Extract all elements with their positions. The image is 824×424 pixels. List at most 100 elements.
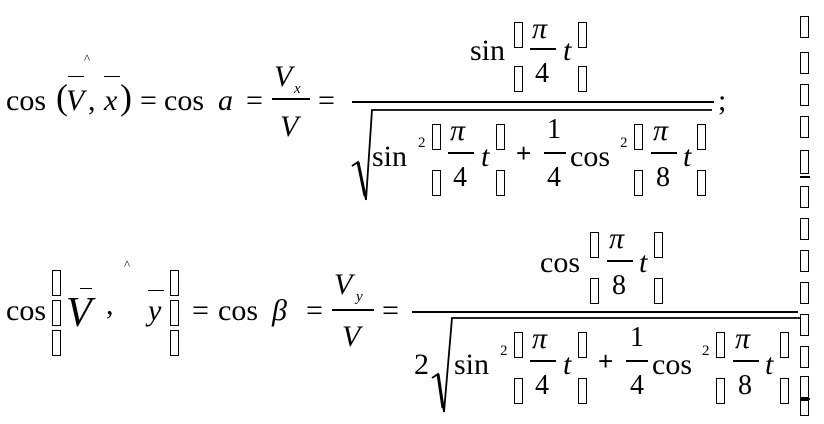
number-8: 8 — [612, 270, 626, 301]
vector-x: x — [104, 84, 118, 117]
bracket-tick — [800, 398, 810, 400]
missing-glyph-box — [634, 124, 643, 150]
pi-symbol: π — [653, 114, 669, 147]
vector-bar-y — [148, 290, 164, 292]
equals-sign: = — [306, 294, 323, 327]
cos-function: cos — [540, 246, 580, 279]
missing-glyph-box — [496, 170, 505, 196]
missing-glyph-box — [780, 332, 789, 358]
missing-glyph-box — [800, 16, 809, 38]
vector-V: V — [66, 84, 85, 117]
variable-t: t — [563, 34, 572, 67]
number-4: 4 — [453, 162, 467, 193]
subscript-x: x — [294, 81, 301, 97]
variable-t: t — [563, 348, 572, 381]
vector-V: V — [66, 290, 92, 336]
missing-glyph-box — [578, 66, 587, 92]
missing-glyph-box — [800, 52, 809, 74]
equals-sign: = — [140, 84, 157, 117]
missing-glyph-box — [432, 124, 441, 150]
exponent-2: 2 — [702, 343, 710, 359]
exponent-2: 2 — [500, 343, 508, 359]
right-paren: ) — [120, 77, 132, 117]
fraction-bar — [448, 152, 474, 154]
number-4: 4 — [630, 370, 644, 401]
number-4: 4 — [547, 162, 561, 193]
missing-glyph-box — [716, 332, 725, 358]
missing-glyph-box — [800, 282, 809, 304]
sin-function: sin — [454, 348, 490, 381]
missing-glyph-box — [800, 250, 809, 272]
cos-function: cos — [6, 84, 46, 117]
vector-y: y — [148, 294, 162, 327]
missing-glyph-box — [697, 124, 706, 150]
angle-hat: ^ — [124, 257, 131, 272]
missing-glyph-box — [578, 22, 587, 48]
missing-glyph-box — [514, 332, 523, 358]
equals-sign: = — [246, 84, 263, 117]
plus-sign: + — [516, 138, 532, 168]
missing-glyph-box — [514, 66, 523, 92]
missing-glyph-box — [697, 170, 706, 196]
comma: , — [106, 288, 114, 321]
missing-glyph-box — [634, 170, 643, 196]
missing-glyph-box — [170, 300, 179, 326]
missing-glyph-box — [800, 116, 809, 138]
left-paren: ( — [56, 77, 68, 117]
missing-glyph-box — [800, 150, 809, 174]
cos-function: cos — [652, 348, 692, 381]
missing-glyph-box — [514, 378, 523, 404]
vector-bar-V — [80, 288, 92, 290]
missing-glyph-box — [52, 300, 61, 326]
missing-glyph-box — [800, 186, 809, 208]
number-4: 4 — [535, 58, 549, 89]
comma: , — [88, 84, 96, 117]
velocity-V: V — [274, 60, 293, 93]
equals-sign: = — [192, 294, 209, 327]
missing-glyph-box — [170, 330, 179, 356]
number-1: 1 — [547, 114, 561, 145]
plus-sign: + — [598, 346, 614, 376]
vector-bar-x — [104, 76, 120, 78]
number-8: 8 — [738, 370, 752, 401]
cos-function: cos — [218, 294, 258, 327]
cos-function: cos — [164, 84, 204, 117]
missing-glyph-box — [52, 330, 61, 356]
sin-function: sin — [372, 140, 408, 173]
number-1: 1 — [630, 322, 644, 353]
square-root-sign — [351, 109, 712, 201]
missing-glyph-box — [780, 378, 789, 404]
missing-glyph-box — [432, 170, 441, 196]
angle-alpha: a — [218, 84, 233, 117]
exponent-2: 2 — [620, 135, 628, 151]
missing-glyph-box — [514, 22, 523, 48]
pi-symbol: π — [609, 222, 625, 255]
missing-glyph-box — [800, 376, 809, 398]
main-fraction-bar — [412, 311, 798, 313]
angle-hat: ^ — [84, 51, 91, 66]
pi-symbol: π — [450, 114, 466, 147]
pi-symbol: π — [532, 322, 548, 355]
velocity-V: V — [334, 268, 353, 301]
missing-glyph-box — [800, 314, 809, 336]
main-fraction-bar — [352, 101, 714, 103]
sin-function: sin — [470, 34, 506, 67]
missing-glyph-box — [716, 378, 725, 404]
exponent-2: 2 — [418, 135, 426, 151]
variable-t: t — [683, 140, 692, 173]
pi-symbol: π — [735, 322, 751, 355]
angle-beta: β — [272, 294, 287, 327]
bracket-tick — [800, 176, 810, 178]
velocity-V: V — [280, 110, 299, 143]
variable-t: t — [481, 140, 490, 173]
pi-symbol: π — [532, 12, 548, 45]
cos-function: cos — [570, 140, 610, 173]
missing-glyph-box — [578, 332, 587, 358]
fraction-bar — [530, 48, 556, 50]
fraction-bar — [332, 309, 374, 311]
subscript-y: y — [356, 289, 363, 305]
semicolon: ; — [718, 84, 727, 117]
missing-glyph-box — [654, 278, 663, 304]
equals-sign: = — [382, 294, 399, 327]
missing-glyph-box — [654, 232, 663, 258]
